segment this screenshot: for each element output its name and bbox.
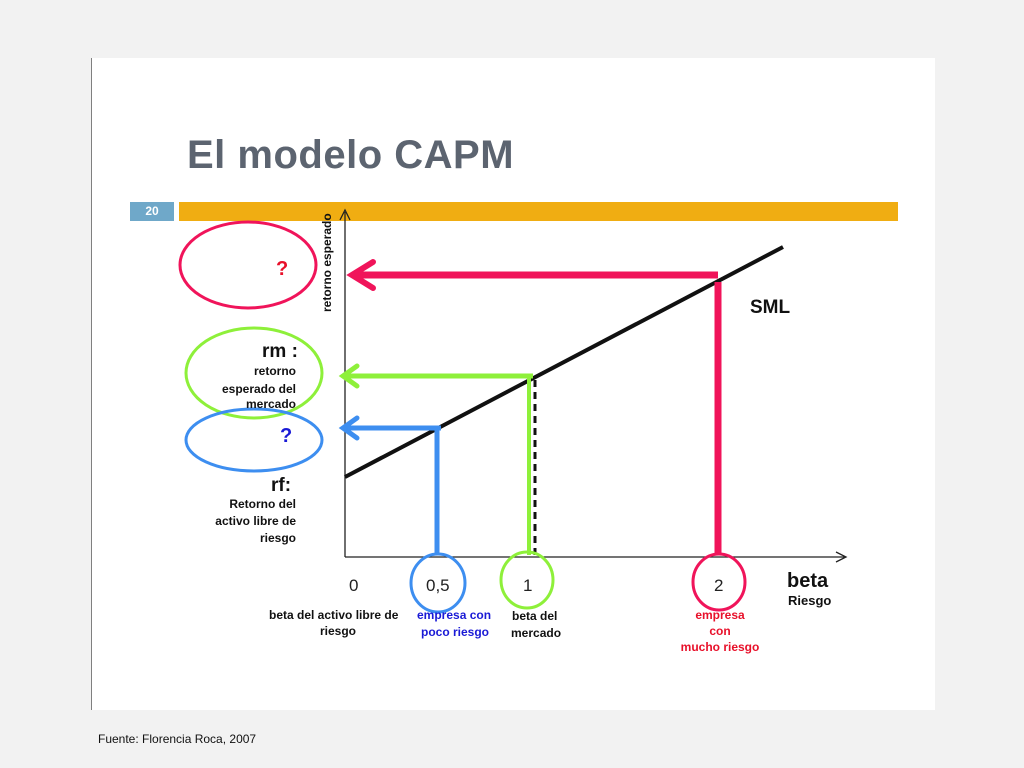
- sml-line: [344, 245, 784, 479]
- rf-desc-line2: activo libre de: [215, 514, 296, 528]
- green-arrowhead: [338, 363, 360, 389]
- low-question-mark: ?: [280, 425, 292, 447]
- title-divider-bar: [179, 202, 898, 221]
- red-arrowhead: [346, 259, 376, 291]
- blue-beta-circle: [409, 552, 467, 614]
- blue-rf-ellipse: [184, 407, 324, 473]
- beta0-desc-line1: beta del activo libre de: [269, 608, 399, 622]
- y-axis-label: retorno esperado: [320, 213, 334, 312]
- beta2-desc-line2: con: [709, 624, 730, 638]
- x-tick-0-5: 0,5: [426, 576, 450, 595]
- x-axis-arrowhead: [835, 551, 848, 563]
- rm-desc-line2: esperado del: [222, 382, 296, 396]
- beta2-desc-line1: empresa: [695, 608, 745, 622]
- red-beta-circle: [691, 552, 747, 612]
- x-tick-2: 2: [714, 576, 723, 595]
- rm-desc-line3: mercado: [246, 397, 296, 411]
- beta1-desc-line1: beta del: [512, 609, 557, 623]
- rm-desc-line1: retorno: [254, 364, 296, 378]
- top-question-mark: ?: [276, 258, 288, 280]
- x-tick-1: 1: [523, 576, 532, 595]
- rm-title: rm :: [262, 341, 298, 362]
- x-axis-label: beta: [787, 570, 829, 592]
- blue-arrowhead: [338, 415, 360, 441]
- rf-desc-line3: riesgo: [260, 531, 296, 545]
- slide-area: [91, 58, 935, 710]
- beta2-desc-line3: mucho riesgo: [681, 640, 760, 654]
- x-axis-sublabel: Riesgo: [788, 593, 831, 608]
- beta0-desc-line2: riesgo: [320, 624, 356, 638]
- sml-label: SML: [750, 297, 791, 318]
- page-title: El modelo CAPM: [187, 133, 515, 177]
- source-footer: Fuente: Florencia Roca, 2007: [98, 732, 257, 746]
- beta05-desc-line1: empresa con: [417, 608, 491, 622]
- rf-title: rf:: [271, 475, 291, 496]
- rf-desc-line1: Retorno del: [229, 497, 296, 511]
- red-question-ellipse: [178, 220, 318, 310]
- slide-number-badge: 20: [130, 202, 174, 221]
- beta05-desc-line2: poco riesgo: [421, 625, 489, 639]
- green-beta-circle: [499, 550, 555, 610]
- y-axis-arrowhead: [339, 208, 351, 221]
- green-rm-ellipse: [184, 326, 324, 420]
- beta1-desc-line2: mercado: [511, 626, 561, 640]
- x-tick-0: 0: [349, 576, 358, 595]
